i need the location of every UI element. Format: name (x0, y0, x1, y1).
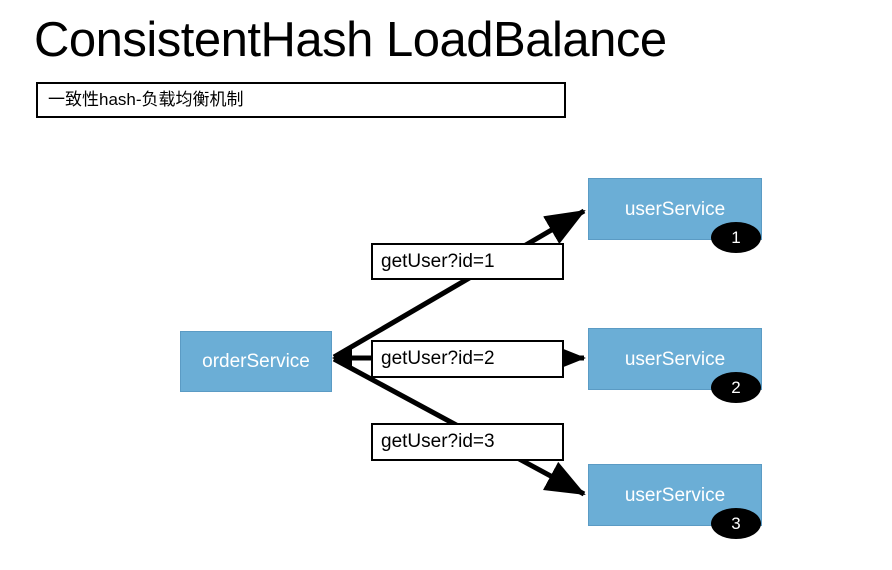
node-userservice-1-label: userService (624, 198, 726, 220)
badge-userservice-1: 1 (711, 222, 761, 253)
edge-label-1-text: getUser?id=1 (381, 250, 495, 272)
edge-arrowhead-into-order (332, 348, 352, 368)
edge-label-1: getUser?id=1 (371, 243, 564, 280)
edge-label-2-text: getUser?id=2 (381, 348, 495, 369)
node-userservice-2-label: userService (624, 348, 726, 370)
node-userservice-3-label: userService (624, 484, 726, 506)
node-orderservice-label: orderService (202, 351, 310, 372)
node-orderservice[interactable]: orderService (180, 331, 332, 392)
badge-userservice-3: 3 (711, 508, 761, 539)
edge-label-3: getUser?id=3 (371, 423, 564, 461)
subtitle-text: 一致性hash-负载均衡机制 (48, 90, 244, 109)
edge-line-1 (332, 208, 586, 360)
edge-label-3-text: getUser?id=3 (381, 431, 495, 452)
node-userservice-3[interactable]: userService (588, 464, 762, 526)
subtitle-box: 一致性hash-负载均衡机制 (36, 82, 566, 118)
badge-userservice-2: 2 (711, 372, 761, 403)
page-title: ConsistentHash LoadBalance (34, 13, 667, 67)
edge-label-2: getUser?id=2 (371, 340, 564, 378)
